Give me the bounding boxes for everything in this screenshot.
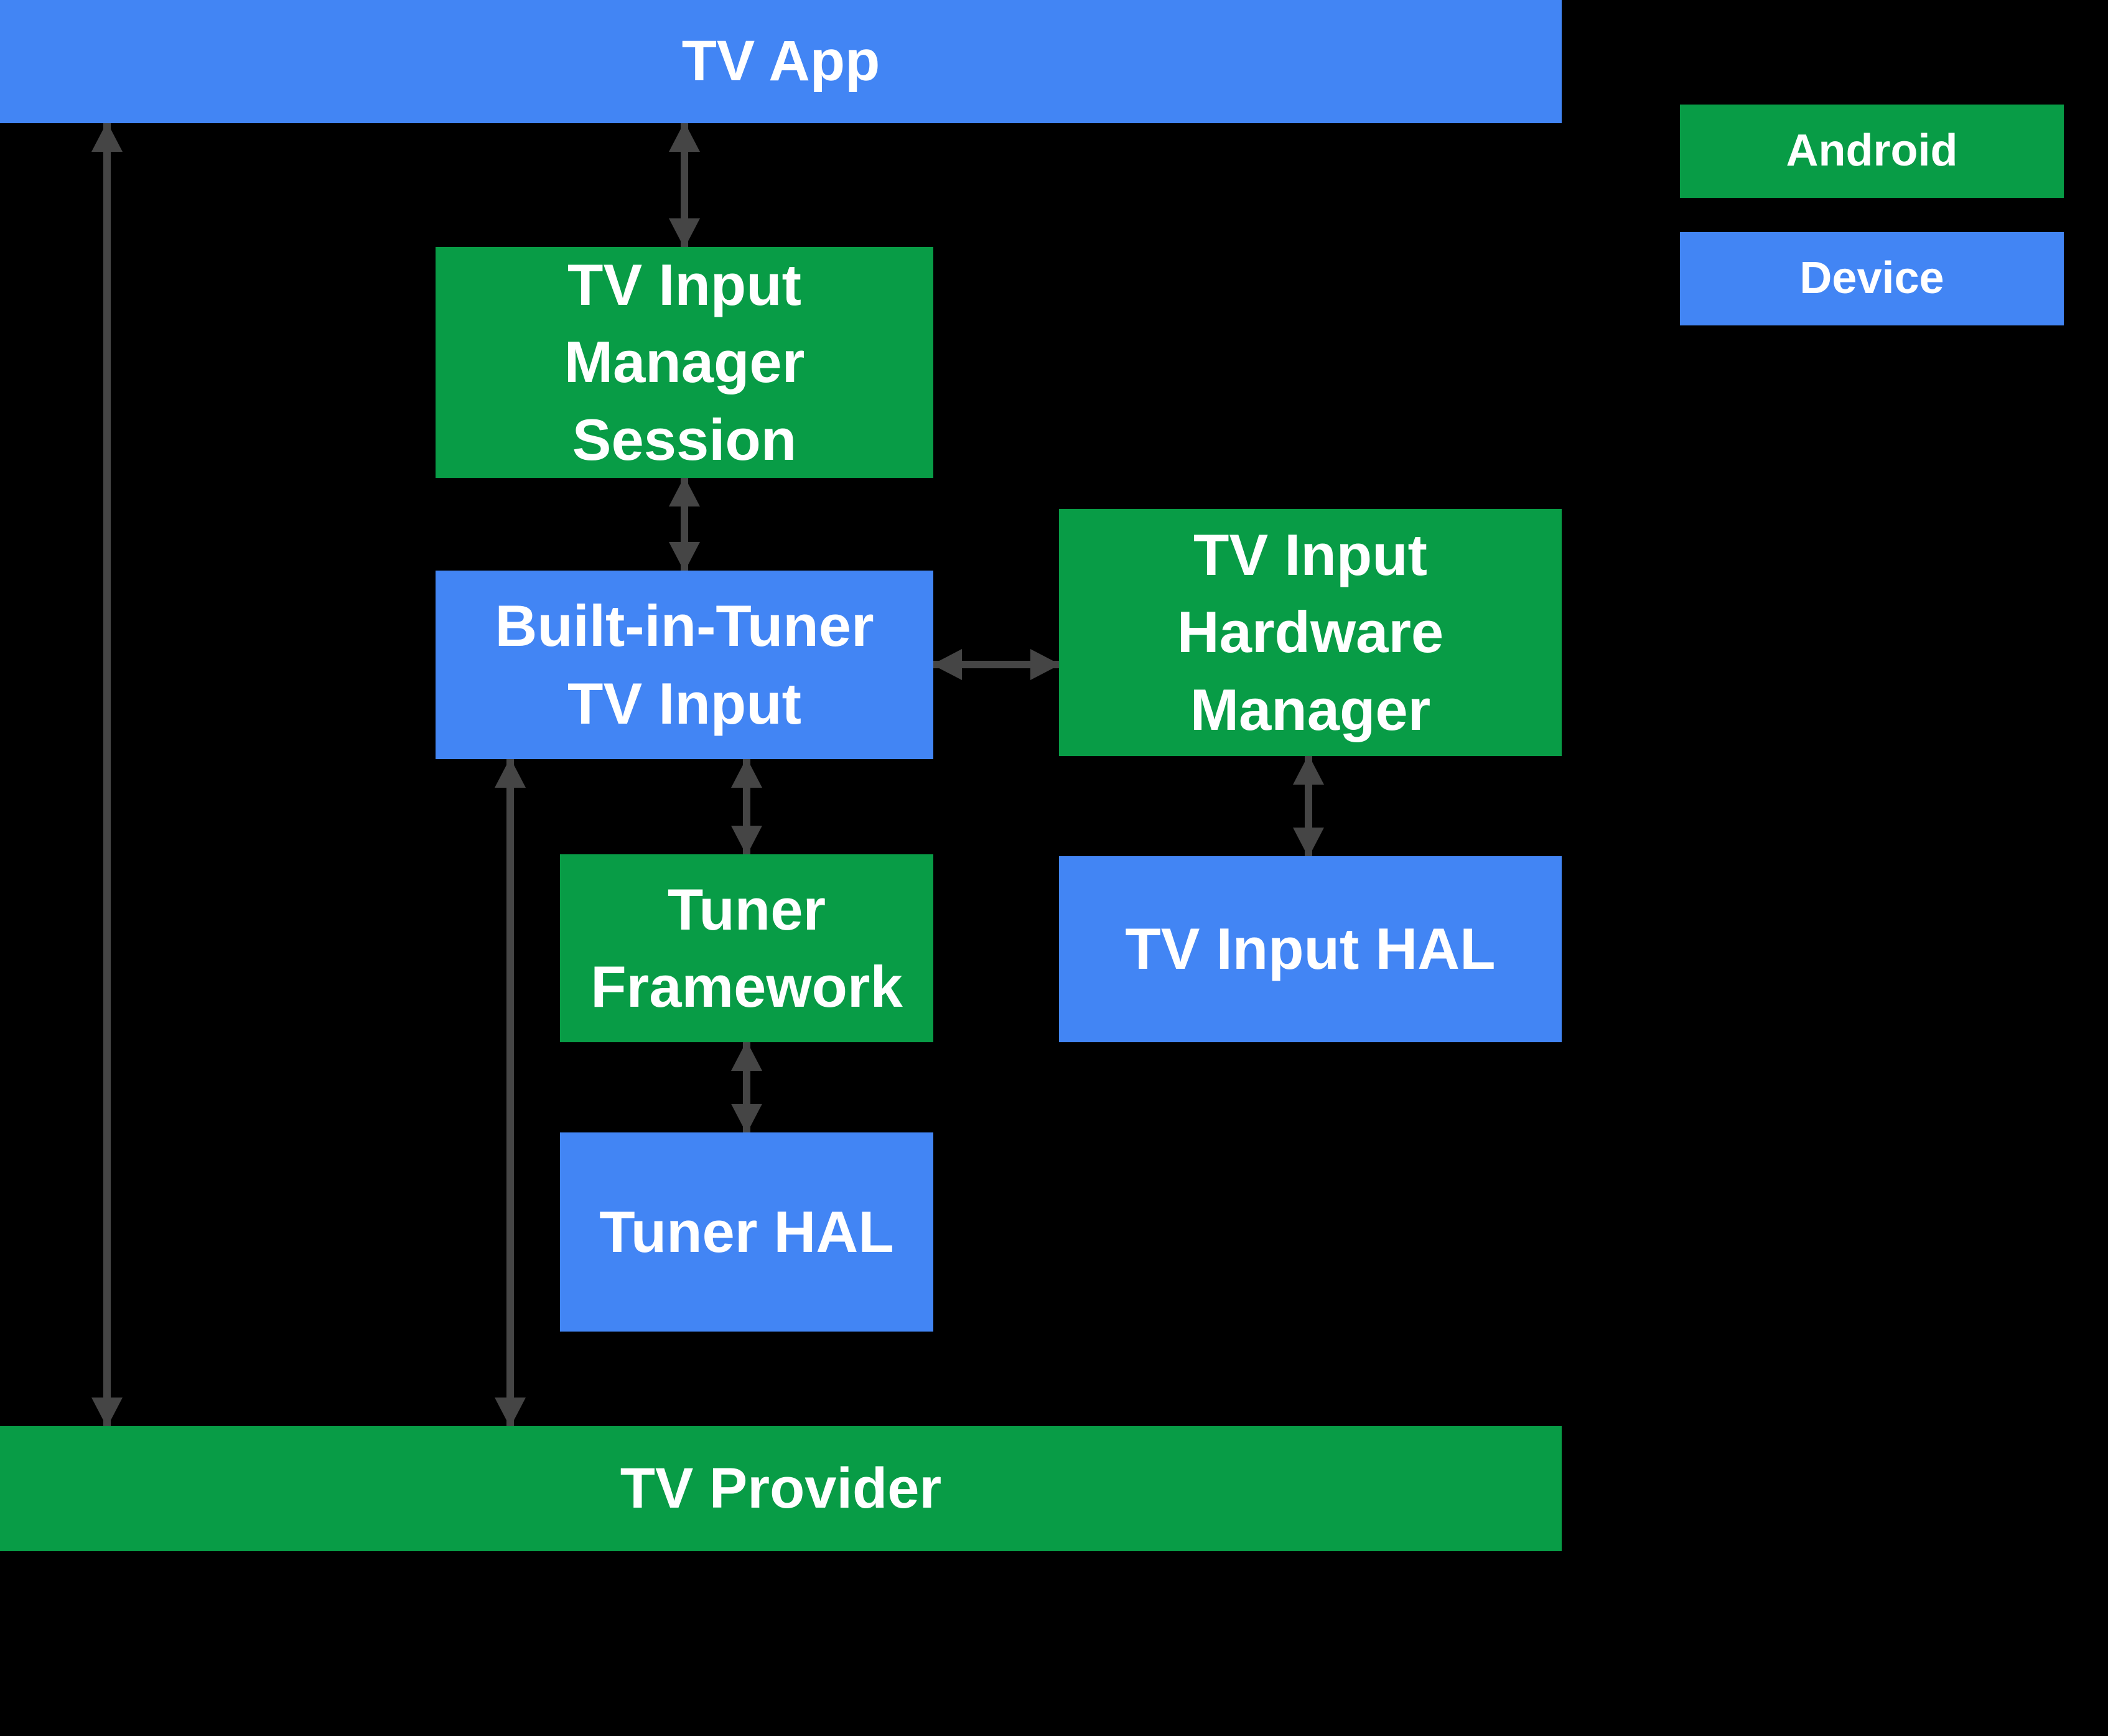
box-tuner-hal-label: Tuner HAL [599, 1198, 894, 1264]
box-tuner-framework-label: Tuner Framework [590, 876, 903, 1019]
box-tv-input-hardware-manager-label: TV Input Hardware Manager [1177, 522, 1444, 742]
box-tv-app-label: TV App [681, 29, 880, 93]
box-tuner-hal: Tuner HAL [560, 1132, 933, 1332]
box-built-in-tuner-tv-input: Built-in-Tuner TV Input [436, 571, 933, 759]
box-tuner-framework: Tuner Framework [560, 854, 933, 1042]
box-tv-input-hal: TV Input HAL [1059, 856, 1562, 1042]
box-built-in-tuner-tv-input-label: Built-in-Tuner TV Input [495, 593, 874, 736]
box-tv-input-hardware-manager: TV Input Hardware Manager [1059, 509, 1562, 756]
box-tv-input-hal-label: TV Input HAL [1125, 916, 1496, 982]
box-tv-app: TV App [0, 0, 1562, 123]
box-tv-provider-label: TV Provider [620, 1456, 942, 1520]
box-tv-provider: TV Provider [0, 1426, 1562, 1551]
legend-item-device: Device [1680, 232, 2064, 325]
box-tv-input-manager-session: TV Input Manager Session [436, 247, 933, 478]
legend-item-device-label: Device [1799, 253, 1944, 304]
legend-item-android: Android [1680, 105, 2064, 198]
box-tv-input-manager-session-label: TV Input Manager Session [564, 252, 805, 472]
legend-item-android-label: Android [1786, 126, 1958, 176]
